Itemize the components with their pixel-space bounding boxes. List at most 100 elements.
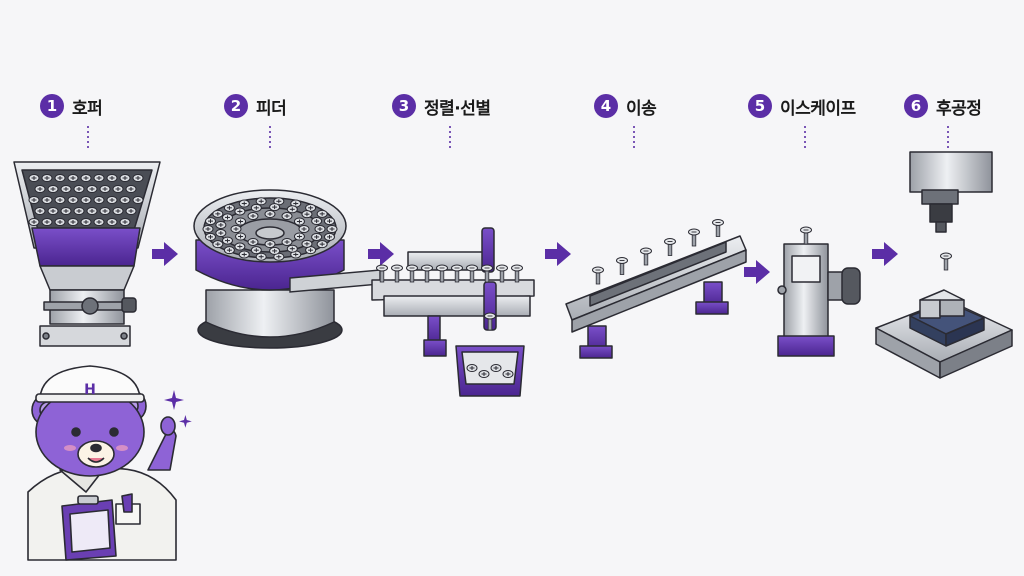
flow-arrows xyxy=(152,242,898,284)
screw-icon xyxy=(466,364,478,372)
screw-icon xyxy=(125,185,137,193)
screw-icon xyxy=(502,370,514,378)
screw-icon xyxy=(247,212,259,221)
screw-icon xyxy=(316,240,328,249)
screw-icon xyxy=(93,174,105,182)
screw-icon xyxy=(223,246,235,255)
screw-icon xyxy=(215,220,227,229)
screw-icon xyxy=(616,257,628,275)
step-2-text: 피더 xyxy=(256,98,287,119)
screw-icon xyxy=(125,207,137,215)
screw-icon xyxy=(235,217,247,226)
step-1-label: 1 호퍼 xyxy=(40,92,103,120)
screw-icon xyxy=(47,185,59,193)
screw-icon xyxy=(250,203,262,212)
screw-icon xyxy=(311,217,323,226)
screw-icon xyxy=(106,174,118,182)
screw-icon xyxy=(132,174,144,182)
screw-icon xyxy=(73,207,85,215)
screw-icon xyxy=(293,217,305,226)
screw-icon xyxy=(212,240,224,249)
screw-icon xyxy=(326,225,338,233)
screw-icon xyxy=(41,196,53,204)
helmet-letter: H xyxy=(84,382,96,398)
screw-icon xyxy=(119,174,131,182)
post-process-screw xyxy=(940,252,952,271)
screw-icon xyxy=(132,196,144,204)
screw-icon xyxy=(478,370,490,378)
post-process-machine xyxy=(875,151,1013,379)
screw-icon xyxy=(286,244,298,253)
screw-icon xyxy=(250,246,262,255)
screw-icon xyxy=(106,196,118,204)
step-1-number: 1 xyxy=(40,94,64,118)
screw-icon xyxy=(215,229,227,238)
screw-icon xyxy=(238,199,250,208)
screw-icon xyxy=(286,205,298,214)
screw-icon xyxy=(234,207,246,216)
screw-icon xyxy=(235,232,247,241)
step-6-text: 후공정 xyxy=(936,98,982,119)
screw-icon xyxy=(60,207,72,215)
screw-icon xyxy=(301,239,313,248)
screw-icon xyxy=(640,247,652,266)
screw-icon xyxy=(67,218,79,226)
screw-icon xyxy=(60,185,72,193)
screw-icon xyxy=(73,185,85,193)
screw-icon xyxy=(119,218,131,226)
screw-icon xyxy=(234,242,246,251)
screw-icon xyxy=(712,219,724,237)
screw-icon xyxy=(41,218,53,226)
screw-icon xyxy=(592,266,604,285)
transfer-rail xyxy=(565,235,747,359)
screw-icon xyxy=(205,217,217,226)
step-6-label: 6 후공정 xyxy=(904,92,982,120)
screw-icon xyxy=(323,217,335,226)
step-5-label: 5 이스케이프 xyxy=(748,92,856,120)
screw-icon xyxy=(54,196,66,204)
screw-icon xyxy=(255,252,267,261)
screw-icon xyxy=(106,218,118,226)
screw-icon xyxy=(86,207,98,215)
screw-icon xyxy=(311,232,323,241)
screw-icon xyxy=(247,237,259,246)
screw-icon xyxy=(93,218,105,226)
screw-icon xyxy=(223,203,235,212)
screw-icon xyxy=(264,210,276,218)
screw-icon xyxy=(47,207,59,215)
screw-icon xyxy=(34,207,46,215)
screw-icon xyxy=(67,196,79,204)
screw-icon xyxy=(255,197,267,206)
screw-icon xyxy=(230,225,242,233)
screw-icon xyxy=(80,218,92,226)
screw-icon xyxy=(80,196,92,204)
screw-icon xyxy=(314,225,326,233)
step-6-number: 6 xyxy=(904,94,928,118)
screw-icon xyxy=(54,218,66,226)
screw-icon xyxy=(99,185,111,193)
screw-icon xyxy=(293,232,305,241)
screw-icon xyxy=(323,232,335,241)
step-4-label: 4 이송 xyxy=(594,92,657,120)
screw-icon xyxy=(86,185,98,193)
screw-icon xyxy=(490,364,502,372)
step-2-number: 2 xyxy=(224,94,248,118)
screw-icon xyxy=(202,225,214,233)
screw-icon xyxy=(112,185,124,193)
screw-icon xyxy=(67,174,79,182)
mascot-bear xyxy=(27,365,177,561)
screw-icon xyxy=(41,174,53,182)
screw-icon xyxy=(269,203,281,212)
sparkle-icon xyxy=(164,390,192,428)
step-3-label: 3 정렬·선별 xyxy=(392,92,491,120)
escapement-screw xyxy=(800,226,812,245)
step-1-text: 호퍼 xyxy=(72,98,103,119)
screw-icon xyxy=(269,246,281,255)
screw-icon xyxy=(281,212,293,221)
step-4-text: 이송 xyxy=(626,98,657,119)
screw-icon xyxy=(54,174,66,182)
step-2-label: 2 피더 xyxy=(224,92,287,120)
screw-icon xyxy=(112,207,124,215)
